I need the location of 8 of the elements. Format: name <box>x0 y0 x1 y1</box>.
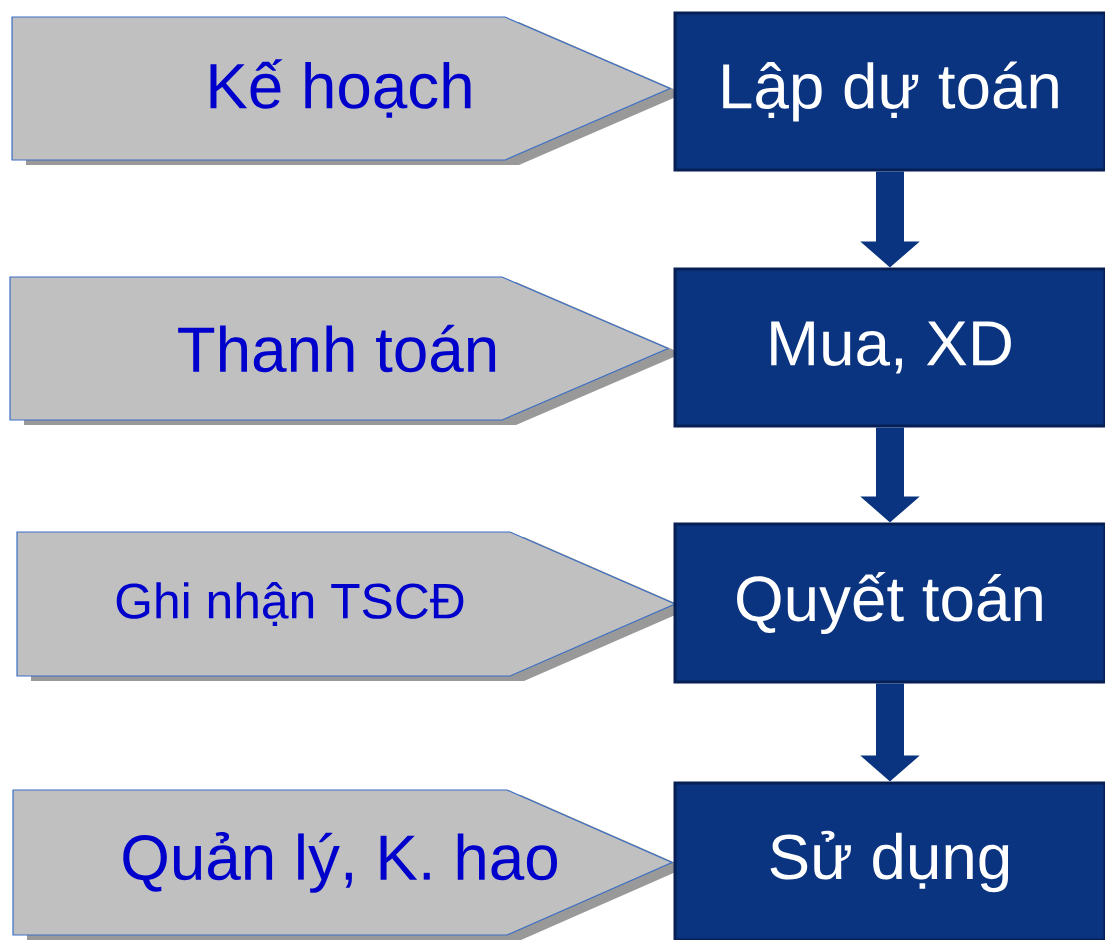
arrow-pentagon: Kế hoạch <box>11 16 684 165</box>
process-box: Sử dụng <box>673 781 1105 940</box>
arrow-pentagon: Thanh toán <box>9 276 682 425</box>
process-box: Lập dự toán <box>673 11 1105 172</box>
process-box: Mua, XD <box>673 267 1105 428</box>
arrow-pentagon: Ghi nhận TSCĐ <box>16 531 689 681</box>
process-box: Quyết toán <box>673 522 1105 684</box>
arrow-pentagon: Quản lý, K. hao <box>12 789 686 940</box>
